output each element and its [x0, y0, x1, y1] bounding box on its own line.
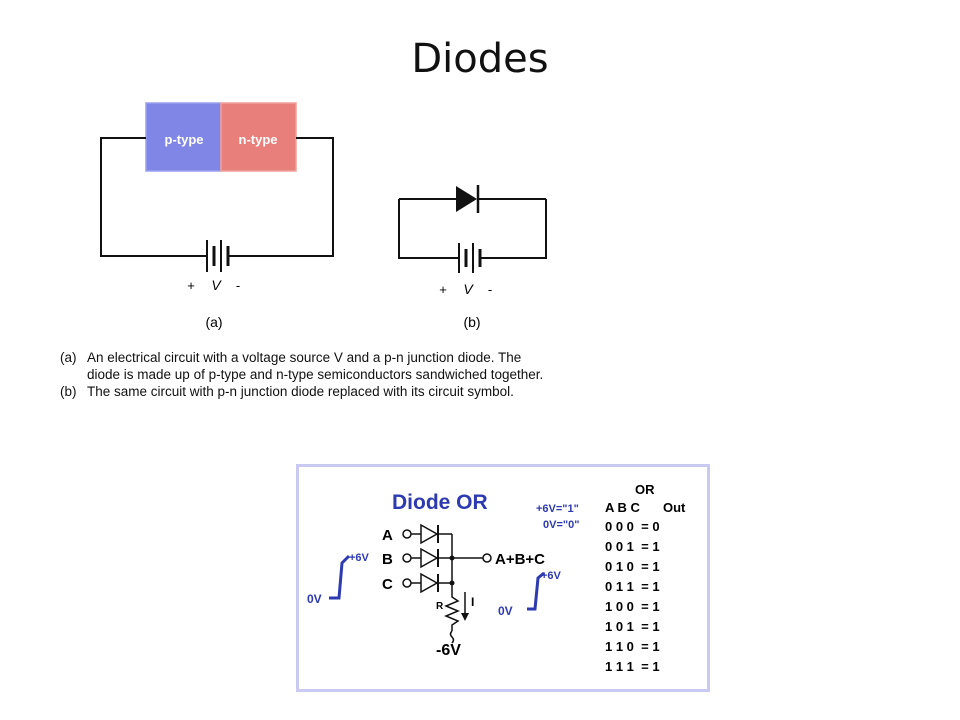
- truth-table-row: 1 1 1 = 1: [605, 659, 660, 674]
- input-a-label: A: [382, 527, 393, 544]
- p-type-region: [145, 102, 222, 172]
- caption-a-line1: An electrical circuit with a voltage sou…: [87, 350, 522, 365]
- logic-low-label: 0V="0": [543, 519, 579, 531]
- junction-dot: [449, 555, 455, 561]
- figure-caption: (a) An electrical circuit with a voltage…: [60, 349, 640, 400]
- n-type-region: [220, 102, 297, 172]
- truth-table-row: 0 0 0 = 0: [605, 519, 660, 534]
- slide-title: Diodes: [411, 36, 549, 82]
- diode-or-diagram: Diode OR A B C A+B+C R: [307, 482, 686, 674]
- truth-table-header-inputs: A B C: [605, 500, 641, 515]
- plus-b: +: [439, 282, 447, 297]
- caption-a-line2: diode is made up of p-type and n-type se…: [87, 367, 544, 382]
- pulse-high-left: +6V: [349, 552, 370, 564]
- p-type-label: p-type: [165, 132, 204, 147]
- wire-right: [228, 137, 334, 257]
- figure-a: p-type n-type + V - (a): [100, 102, 334, 330]
- pulse-low-left: 0V: [307, 592, 322, 606]
- figure-a-tag: (a): [205, 314, 222, 330]
- voltage-a: V: [211, 277, 222, 293]
- figure-b: + V - (b): [398, 185, 547, 330]
- output-pulse: [527, 571, 545, 611]
- diode-or-title: Diode OR: [392, 491, 488, 514]
- voltage-b: V: [463, 281, 474, 297]
- input-b-label: B: [382, 551, 393, 568]
- caption-a-label: (a): [60, 350, 77, 365]
- supply-label: -6V: [436, 642, 461, 659]
- output-terminal: [482, 553, 492, 563]
- n-type-label: n-type: [239, 132, 278, 147]
- battery-b: [458, 243, 482, 273]
- resistor-symbol: [444, 592, 460, 631]
- diode-or-panel: Diode OR A B C A+B+C R: [296, 464, 710, 692]
- minus-b: -: [488, 282, 492, 297]
- truth-table-row: 0 1 1 = 1: [605, 579, 660, 594]
- pulse-low-right: 0V: [498, 604, 513, 618]
- terminal-c: [402, 578, 412, 588]
- diode-symbol: [456, 186, 477, 212]
- truth-table-header-out: Out: [663, 500, 686, 515]
- truth-table-row: 1 1 0 = 1: [605, 639, 660, 654]
- input-pulse: [329, 554, 351, 600]
- terminal-a: [402, 529, 412, 539]
- truth-table: OR A B C Out 0 0 0 = 0 0 0 1 = 1 0 1 0 =…: [605, 482, 686, 674]
- pulse-high-right: +6V: [541, 570, 562, 582]
- figure-b-tag: (b): [463, 314, 480, 330]
- truth-table-title: OR: [635, 482, 655, 497]
- minus-a: -: [236, 278, 240, 293]
- caption-b-label: (b): [60, 384, 77, 399]
- battery-a: [206, 240, 230, 272]
- terminal-b: [402, 553, 412, 563]
- truth-table-row: 0 1 0 = 1: [605, 559, 660, 574]
- wire-left: [100, 137, 206, 257]
- current-label: I: [471, 595, 474, 609]
- output-label: A+B+C: [495, 551, 545, 568]
- plus-a: +: [187, 278, 195, 293]
- logic-high-label: +6V="1": [536, 503, 579, 515]
- resistor-label: R: [436, 601, 444, 612]
- truth-table-row: 0 0 1 = 1: [605, 539, 660, 554]
- truth-table-row: 1 0 0 = 1: [605, 599, 660, 614]
- truth-table-row: 1 0 1 = 1: [605, 619, 660, 634]
- input-c-label: C: [382, 576, 393, 593]
- caption-b-line: The same circuit with p-n junction diode…: [87, 384, 514, 399]
